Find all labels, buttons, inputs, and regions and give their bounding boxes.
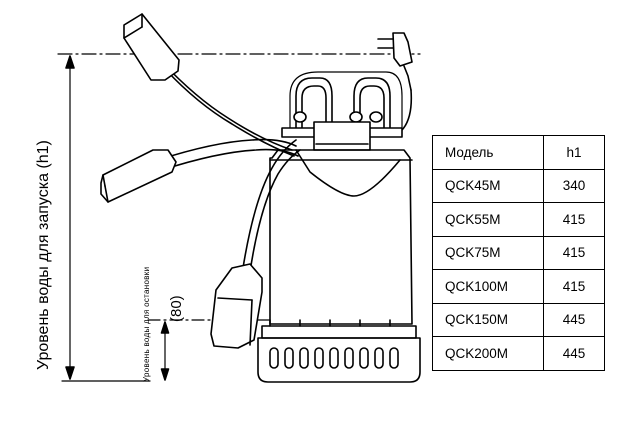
- table-row: QCK200M 445: [432, 336, 605, 371]
- table-row: QCK75M 415: [432, 235, 605, 270]
- float-switch-icon: [100, 149, 177, 203]
- model-cell: QCK100M: [432, 269, 544, 304]
- h1-cell: 415: [543, 269, 605, 304]
- pump-icon: [257, 71, 421, 383]
- h1-cell: 445: [543, 302, 605, 337]
- table-row: QCK100M 415: [432, 269, 605, 304]
- h1-cell: 415: [543, 235, 605, 270]
- h1-cell: 415: [543, 202, 605, 237]
- h1-cell: 445: [543, 336, 605, 371]
- h1-cell: 340: [543, 168, 605, 203]
- model-cell: QCK55M: [432, 202, 544, 237]
- table-row: QCK55M 415: [432, 202, 605, 237]
- header-model: Модель: [432, 135, 544, 170]
- float-cables: [157, 61, 301, 273]
- model-cell: QCK200M: [432, 336, 544, 371]
- header-h1: h1: [543, 135, 605, 170]
- table-row: QCK150M 445: [432, 302, 605, 337]
- base-bolts: [269, 319, 391, 327]
- model-cell: QCK150M: [432, 302, 544, 337]
- intake-slots: [269, 347, 399, 369]
- model-spec-table: Модель h1 QCK45M 340 QCK55M 415 QCK75M 4…: [432, 135, 605, 371]
- table-header-row: Модель h1: [432, 135, 605, 170]
- table-row: QCK45M 340: [432, 168, 605, 203]
- float-switch-icon: [123, 13, 180, 81]
- start-level-label: Уровень воды для запуска (h1): [35, 140, 52, 370]
- float-switch-icon: [210, 263, 263, 349]
- stop-dimension-arrow: [160, 321, 170, 381]
- model-cell: QCK45M: [432, 168, 544, 203]
- h1-dimension-arrow: [65, 55, 75, 380]
- model-cell: QCK75M: [432, 235, 544, 270]
- stop-level-label: Уровень воды для остановки: [142, 267, 151, 382]
- stop-height-label: (80): [168, 295, 185, 322]
- power-plug-icon: [377, 32, 413, 134]
